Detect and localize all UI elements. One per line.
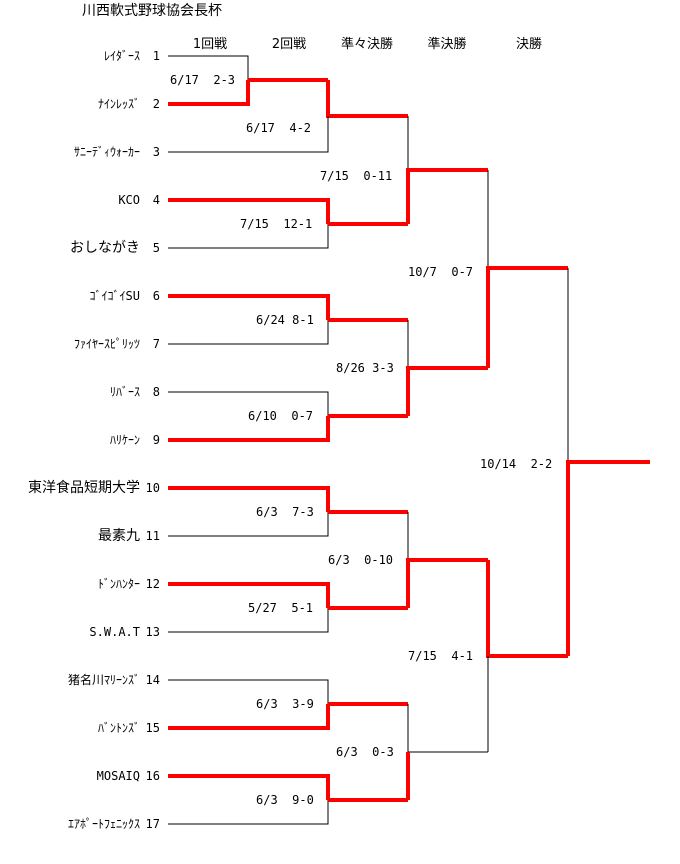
- team-name-14: 猪名川ﾏﾘｰﾝｽﾞ: [67, 673, 140, 687]
- team-name-17: ｴｱﾎﾟｰﾄﾌｪﾆｯｸｽ: [67, 817, 140, 831]
- team-name-6: ｺﾞｲｺﾞｲSU: [89, 289, 140, 303]
- team-name-8: ﾘﾊﾞｰｽ: [109, 385, 140, 399]
- team-name-2: ﾅｲﾝﾚｯｽﾞ: [97, 97, 140, 111]
- line-team-13: [168, 608, 329, 633]
- score-r2-16-17: 6/3 9-0: [256, 793, 314, 807]
- score-r2-6-7: 6/24 8-1: [256, 313, 314, 327]
- seed-12: 12: [145, 577, 160, 591]
- line-r2a-top-win: [326, 80, 408, 118]
- score-r2-12-13: 5/27 5-1: [248, 601, 314, 615]
- round-1-header: 1回戦: [192, 37, 228, 52]
- line-sf1-bottom-win: [486, 266, 568, 368]
- team-name-7: ﾌｧｲﾔｰｽﾋﾟﾘｯﾂ: [73, 337, 140, 351]
- quarterfinal-header: 準々決勝: [340, 37, 393, 52]
- line-team-1: [168, 55, 249, 80]
- line-team-5: [168, 224, 329, 249]
- team-name-10: 東洋食品短期大学: [28, 480, 140, 496]
- seed-3: 3: [152, 145, 160, 159]
- line-team-9-win: [168, 416, 330, 442]
- line-final-bottom-win: [566, 460, 650, 656]
- seed-5: 5: [152, 241, 160, 255]
- seed-7: 7: [152, 337, 160, 351]
- line-team-11: [168, 512, 329, 537]
- seed-14: 14: [145, 673, 160, 687]
- line-team-17: [168, 800, 329, 825]
- seed-10: 10: [145, 481, 160, 495]
- line-sf2-top-win: [486, 560, 568, 658]
- score-r2-1: 6/17 4-2: [246, 121, 312, 135]
- seed-16: 16: [145, 769, 160, 783]
- line-team-10-win: [168, 486, 330, 512]
- line-team-4-win: [168, 198, 330, 224]
- team-name-4: KCO: [118, 193, 140, 207]
- seed-9: 9: [152, 433, 160, 447]
- score-qf-3: 6/3 0-10: [328, 553, 394, 567]
- seed-13: 13: [145, 625, 160, 639]
- score-r1-1-2: 6/17 2-3: [170, 73, 236, 87]
- seed-17: 17: [145, 817, 160, 831]
- round-2-header: 2回戦: [271, 37, 307, 52]
- team-name-1: ﾚｲﾀﾞｰｽ: [103, 49, 140, 63]
- team-name-13: S.W.A.T: [89, 625, 140, 639]
- team-name-11: 最素九: [98, 528, 140, 544]
- score-r2-8-9: 6/10 0-7: [248, 409, 314, 423]
- final-header: 決勝: [515, 37, 542, 52]
- line-team-2-win: [168, 80, 250, 106]
- seed-8: 8: [152, 385, 160, 399]
- score-r2-14-15: 6/3 3-9: [256, 697, 314, 711]
- line-team-16-win: [168, 774, 330, 800]
- seed-11: 11: [145, 529, 160, 543]
- line-qf4-top: [407, 704, 488, 753]
- seed-15: 15: [145, 721, 160, 735]
- score-r2-10-11: 6/3 7-3: [256, 505, 314, 519]
- line-team-6-win: [168, 294, 330, 320]
- line-team-14: [168, 679, 329, 704]
- score-qf-4: 6/3 0-3: [336, 745, 394, 759]
- line-qf1-top: [407, 116, 488, 171]
- team-name-16: MOSAIQ: [96, 769, 140, 783]
- score-sf-2: 7/15 4-1: [408, 649, 474, 663]
- line-qf2-bottom-win: [406, 366, 488, 416]
- tournament-title: 川西軟式野球協会長杯: [82, 3, 222, 19]
- semifinal-header: 準決勝: [427, 37, 467, 52]
- team-name-3: ｻﾆｰﾃﾞｨｳｫｰｶｰ: [73, 145, 140, 159]
- seed-1: 1: [152, 49, 160, 63]
- line-team-12-win: [168, 582, 330, 608]
- line-team-15-win: [168, 704, 330, 730]
- team-name-9: ﾊﾘｹｰﾝ: [109, 433, 140, 447]
- team-name-5: おしながき: [70, 240, 140, 256]
- seed-4: 4: [152, 193, 160, 207]
- score-final: 10/14 2-2: [480, 457, 553, 471]
- line-qf1-bottom-win: [406, 168, 488, 224]
- team-name-12: ﾄﾞﾝﾊﾝﾀｰ: [97, 577, 140, 591]
- score-qf-2: 8/26 3-3: [336, 361, 394, 375]
- score-sf-1: 10/7 0-7: [408, 265, 474, 279]
- line-team-7: [168, 320, 329, 345]
- line-qf3-bottom-win: [406, 558, 488, 608]
- seed-6: 6: [152, 289, 160, 303]
- score-qf-1: 7/15 0-11: [320, 169, 393, 183]
- team-name-15: ﾊﾞﾝﾄﾝｽﾞ: [97, 721, 140, 735]
- seed-2: 2: [152, 97, 160, 111]
- line-team-3: [168, 116, 329, 153]
- line-team-8: [168, 391, 329, 416]
- score-r2-4-5: 7/15 12-1: [240, 217, 313, 231]
